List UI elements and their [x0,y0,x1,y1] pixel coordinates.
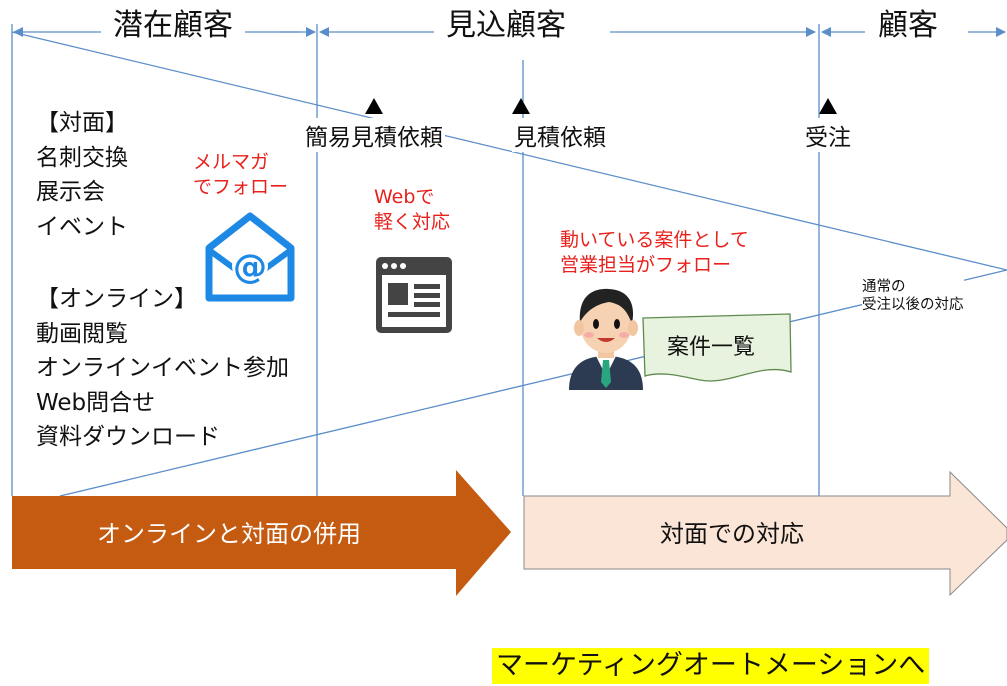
online-header: 【オンライン】 [36,286,197,312]
channel-item: 動画閲覧 [36,320,128,347]
newsletter-annotation: メルマガ でフォロー [193,150,288,200]
channel-item: イベント [36,213,128,240]
annotation-line: 軽く対応 [374,211,451,233]
stage-label-prospect: 見込顧客 [434,6,578,46]
milestone-order: 受注 [803,98,853,152]
svg-text:@: @ [233,247,267,287]
milestone-label: 見積依頼 [512,118,608,152]
offline-header: 【対面】 [36,110,128,136]
channel-item: 名刺交換 [36,144,128,171]
annotation-line: Webで [374,186,435,208]
annotation-line: でフォロー [193,176,289,198]
milestone-label: 受注 [803,118,853,152]
annotation-line: 営業担当がフォロー [560,254,732,276]
note-line: 通常の [862,279,906,295]
web-page-icon [376,257,452,333]
stage-label-customer: 顧客 [866,6,950,46]
milestone-triangle [365,98,383,114]
stage-label-potential: 潜在顧客 [101,6,245,46]
annotation-line: 動いている案件として [560,229,749,251]
channel-item: オンラインイベント参加 [36,355,289,381]
channel-item: 展示会 [36,179,105,205]
milestone-triangle [512,98,530,114]
funnel-diagonal [59,269,1007,497]
funnel-diagonal [11,31,1007,271]
face-to-face-label: 対面での対応 [660,520,804,548]
mail-icon: @ [205,212,295,302]
offline-channel-list: 【対面】 名刺交換 展示会 イベント [36,106,128,244]
businessman-icon [569,288,643,390]
milestone-triangle [819,98,837,114]
case-list-document [642,313,792,382]
channel-item: Web問合せ [36,389,156,416]
online-channel-list: 【オンライン】 動画閲覧 オンラインイベント参加 Web問合せ 資料ダウンロード [36,282,289,455]
case-list-label: 案件一覧 [667,335,756,360]
annotation-line: メルマガ [193,151,270,173]
channel-item: 資料ダウンロード [36,424,220,450]
marketing-automation-banner: マーケティングオートメーションへ [492,648,930,684]
milestone-label: 簡易見積依頼 [303,118,445,152]
milestone-estimate: 見積依頼 [512,98,608,152]
note-line: 受注以後の対応 [862,297,964,313]
face-to-face-arrow-shape [523,470,1007,597]
milestone-simple-estimate: 簡易見積依頼 [303,98,445,152]
post-order-note: 通常の 受注以後の対応 [862,278,964,314]
combined-arrow-shape [12,470,511,596]
web-annotation: Webで 軽く対応 [374,185,450,235]
sales-annotation: 動いている案件として 営業担当がフォロー [560,228,749,278]
combined-approach-label: オンラインと対面の併用 [97,520,361,548]
